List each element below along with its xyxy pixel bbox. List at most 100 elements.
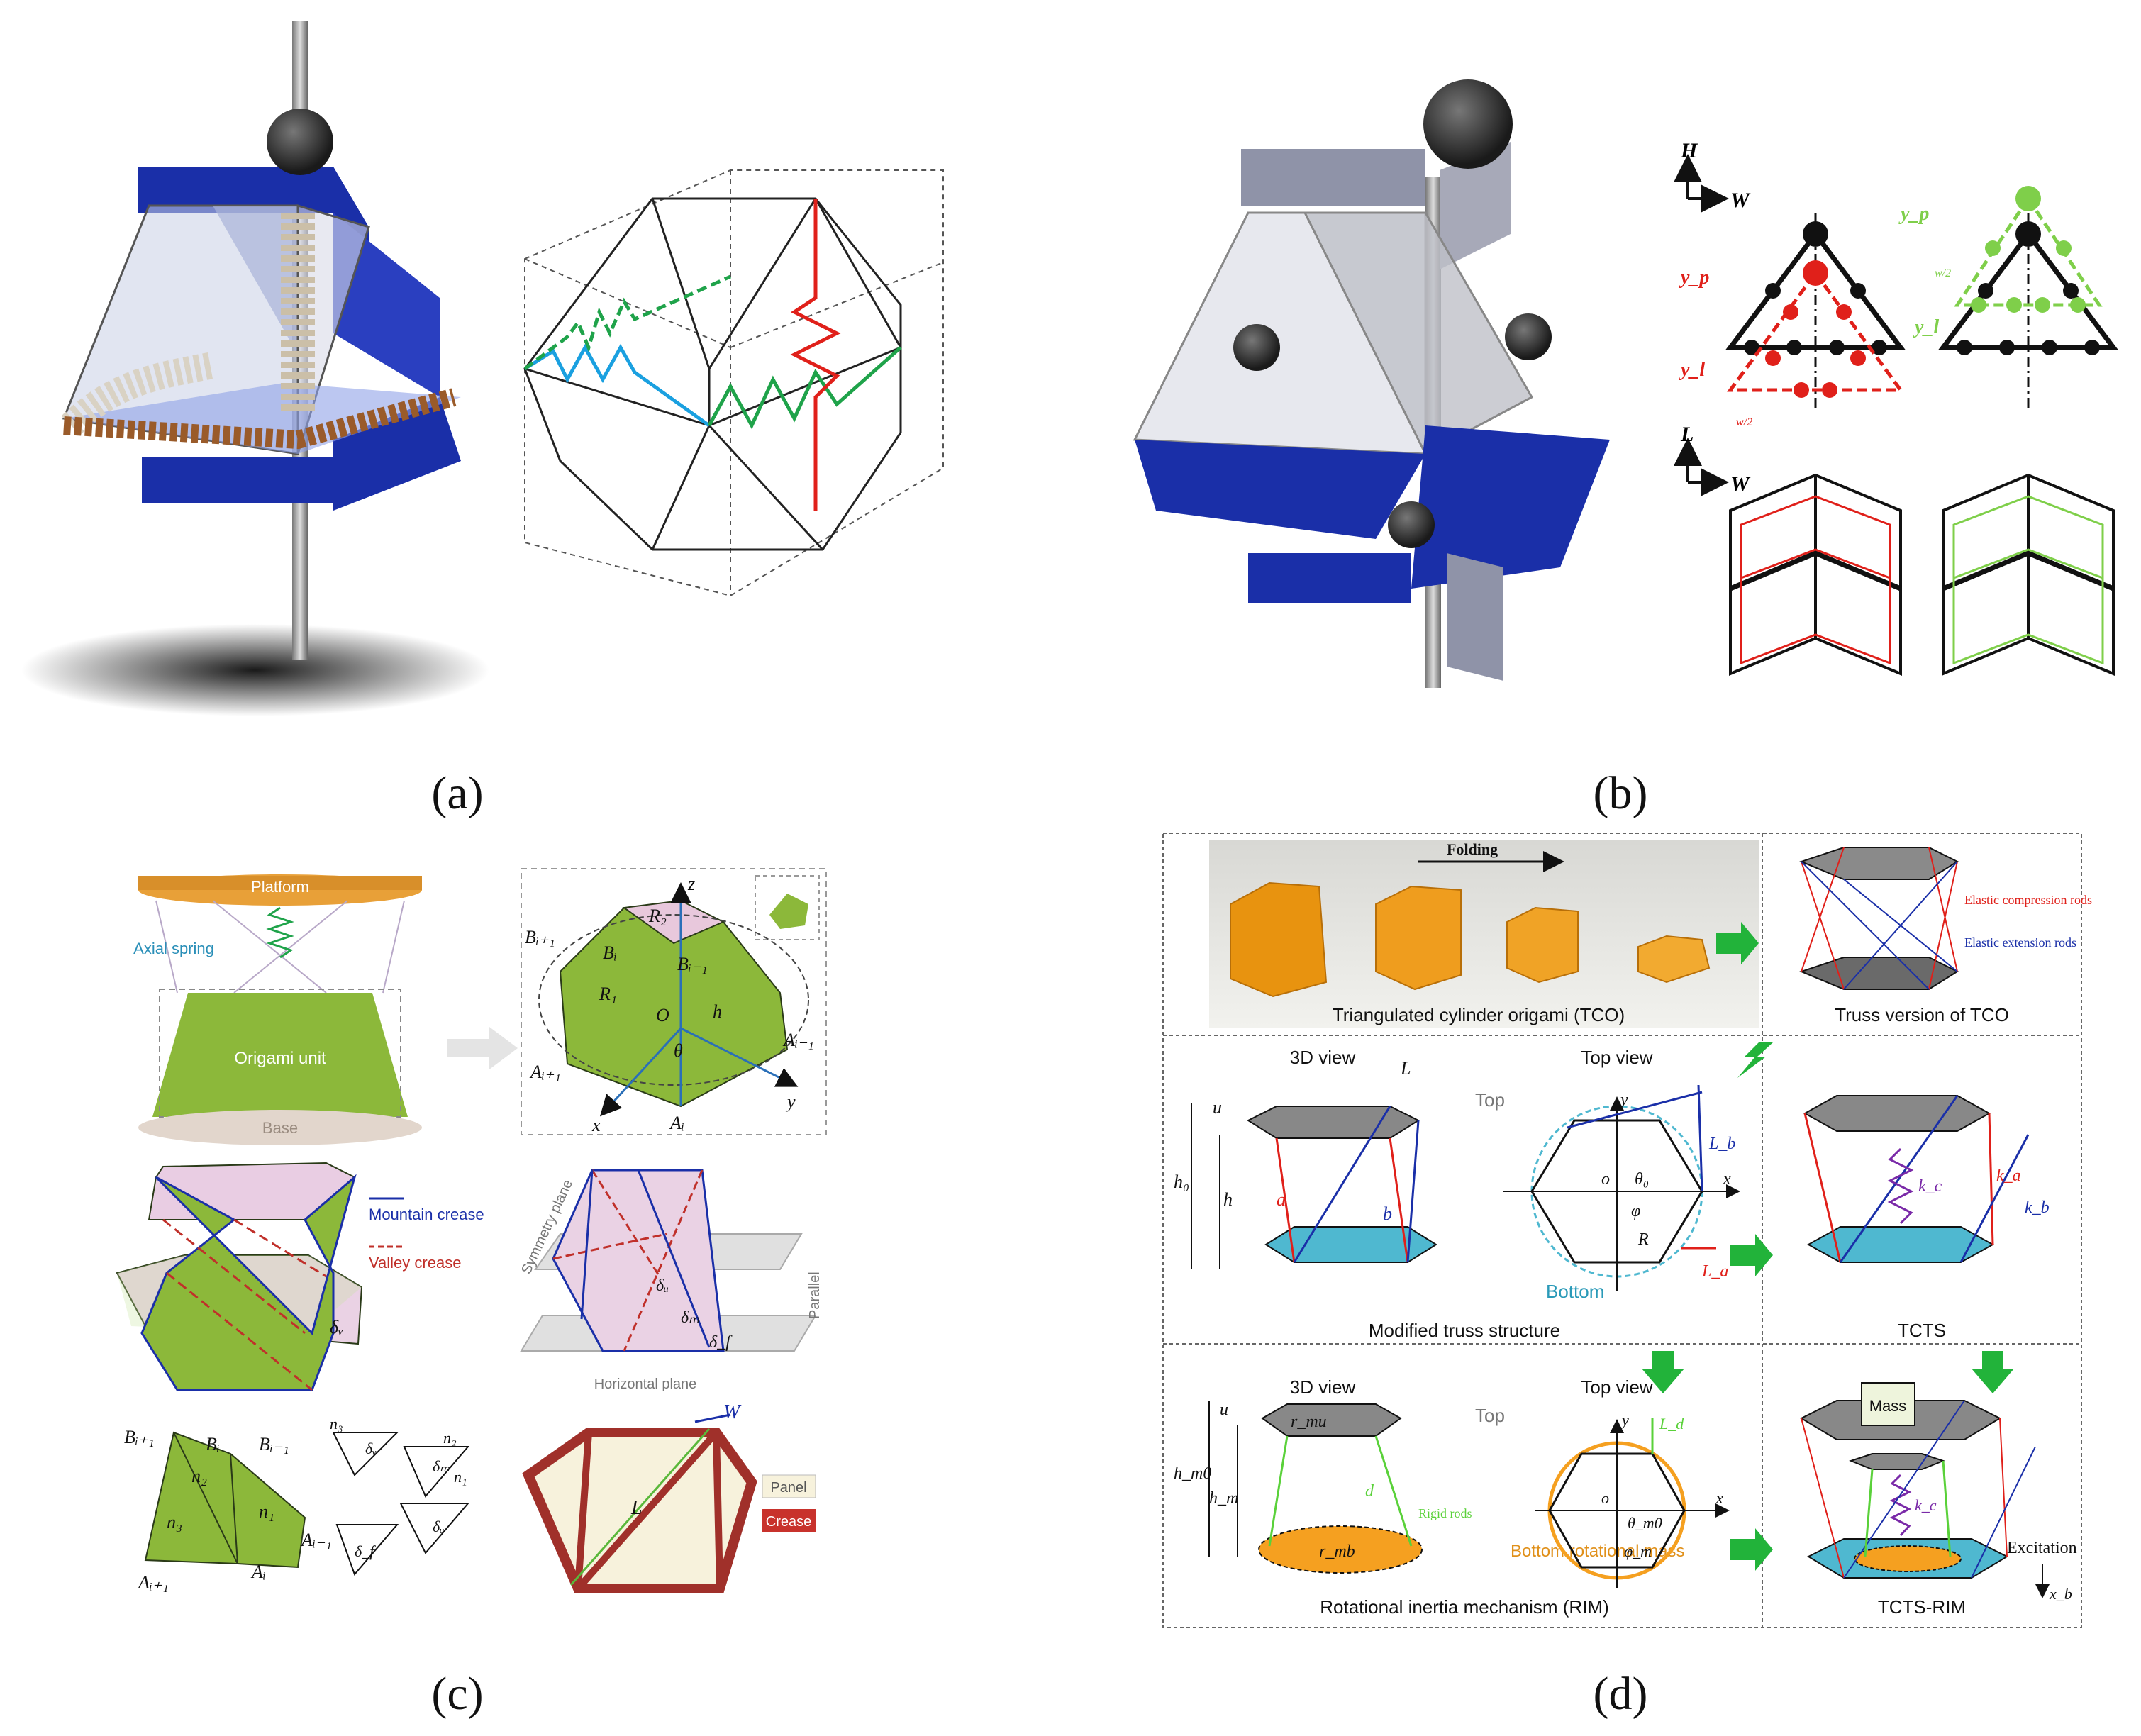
sym-d: d	[1365, 1482, 1374, 1501]
geom-Aim1: Aᵢ₋₁	[782, 1030, 814, 1050]
geom-O: O	[656, 1005, 669, 1025]
panel-a-render	[21, 21, 489, 716]
sym-o-2: o	[1601, 1489, 1609, 1507]
modified-truss-caption: Modified truss structure	[1369, 1320, 1560, 1341]
w-half-red: w/2	[1736, 416, 1752, 428]
panel-a-wireframe	[523, 169, 944, 597]
sym-ka: k_a	[1996, 1167, 2021, 1185]
sym-h0: h₀	[1174, 1172, 1189, 1192]
rigid-rods-label: Rigid rods	[1418, 1506, 1472, 1520]
panel-b-render	[1133, 79, 1610, 688]
modified-truss: 3D view Top view Top Bottom u h₀ h a b L	[1174, 1047, 1773, 1341]
delta-f: δ_f	[709, 1333, 733, 1352]
delta-u-small: δᵤ	[433, 1518, 445, 1535]
bottom-label: Bottom	[1546, 1281, 1604, 1302]
panel-c-platform-diagram: Platform Axial spring Origami unit Base	[133, 874, 518, 1145]
sym-xb: x_b	[2049, 1585, 2072, 1603]
yp-green-label: y_p	[1898, 203, 1929, 225]
sym-b: b	[1383, 1203, 1392, 1224]
axis-top-v: H	[1680, 139, 1698, 162]
sym-rmb: r_mb	[1319, 1542, 1355, 1561]
facet-n1: n₁	[259, 1501, 274, 1522]
sym-kc: k_c	[1918, 1177, 1942, 1196]
w-half-green: w/2	[1935, 267, 1951, 279]
panel-c: Platform Axial spring Origami unit Base …	[116, 868, 827, 1593]
geom-Bi: Bᵢ	[603, 942, 617, 963]
tcts-caption: TCTS	[1898, 1320, 1946, 1341]
sym-rmu: r_mu	[1291, 1413, 1327, 1431]
delta-v-small: δᵥ	[365, 1440, 377, 1457]
crease-legend: Crease	[766, 1514, 811, 1530]
rim-caption: Rotational inertia mechanism (RIM)	[1320, 1596, 1608, 1618]
top-label: Top	[1475, 1089, 1505, 1111]
truss-caption: Truss version of TCO	[1835, 1004, 2009, 1025]
parallel-label: Parallel	[807, 1272, 823, 1319]
platform-label: Platform	[251, 878, 309, 896]
panel-c-crease-pattern: Mountain crease Valley crease δᵥ	[116, 1162, 484, 1391]
caption-d: (d)	[1594, 1668, 1648, 1720]
mass-label: Mass	[1869, 1397, 1907, 1415]
truss-tco: Elastic compression rods Elastic extensi…	[1799, 847, 2092, 1025]
sym-kb: k_b	[2025, 1198, 2050, 1217]
sym-a: a	[1277, 1189, 1286, 1210]
caption-c: (c)	[431, 1668, 483, 1720]
tcts-rim: Mass k_c Excitation x_b TCTS-RIM	[1799, 1382, 2077, 1618]
rim: 3D view Top view Top Rigid rods Bottom r…	[1174, 1376, 1773, 1618]
panel-d: Folding Triangulated cylinder origami (T…	[1162, 833, 2092, 1628]
sym-R: R	[1637, 1230, 1649, 1249]
yl-green-label: y_l	[1913, 316, 1939, 338]
sym-o: o	[1601, 1170, 1610, 1189]
yp-red-label: y_p	[1679, 267, 1709, 289]
panel-b-diagrams: H W y_p y_l w/2	[1674, 139, 2118, 676]
top-label-2: Top	[1475, 1405, 1505, 1426]
panel-a	[21, 21, 944, 716]
yl-red-label: y_l	[1679, 359, 1705, 381]
length-L-label: L	[630, 1497, 643, 1519]
base-label: Base	[262, 1119, 298, 1137]
delta-f-small: δ_f	[355, 1542, 376, 1560]
delta-m: δₘ	[681, 1308, 699, 1327]
panel-c-symmetry-diagram: Symmetry plane Parallel Horizontal plane…	[518, 1169, 823, 1392]
caption-a: (a)	[431, 767, 483, 819]
geom-z: z	[687, 874, 695, 894]
tcts: k_c k_a k_b TCTS	[1803, 1095, 2050, 1341]
sym-x-2: x	[1715, 1489, 1723, 1507]
axis-bottom-v: L	[1680, 423, 1694, 446]
caption-b: (b)	[1594, 767, 1648, 819]
geom-x: x	[591, 1115, 601, 1135]
facet-n2: n₂	[191, 1466, 207, 1486]
geom-Bim1: Bᵢ₋₁	[677, 954, 708, 974]
elastic-extension-label: Elastic extension rods	[1964, 935, 2076, 950]
mountain-crease-label: Mountain crease	[369, 1206, 484, 1223]
sym-u: u	[1213, 1097, 1222, 1118]
axis-top-h: W	[1730, 189, 1751, 212]
sym-kc-2: k_c	[1915, 1496, 1937, 1514]
geom-y: y	[785, 1091, 796, 1112]
sym-theta0: θ₀	[1635, 1170, 1649, 1189]
geom-h: h	[713, 1001, 722, 1022]
panel-c-facet-normals: Bᵢ₊₁ Bᵢ Bᵢ₋₁ n₂ n₃ n₁ Aᵢ₊₁ Aᵢ Aᵢ₋₁ n₃ δᵥ…	[124, 1415, 470, 1593]
topview-label-2: Top view	[1581, 1376, 1652, 1398]
sym-hm0: h_m0	[1174, 1464, 1211, 1483]
n1-small: n₁	[454, 1468, 467, 1486]
sym-phi: φ	[1631, 1202, 1640, 1220]
facet-Aim1: Aᵢ₋₁	[300, 1530, 332, 1550]
facet-Ai: Aᵢ	[250, 1562, 266, 1582]
bottom-rot-mass-label: Bottom rotational mass	[1511, 1542, 1684, 1561]
facet-Bim1: Bᵢ₋₁	[259, 1434, 289, 1454]
sym-x: x	[1723, 1170, 1731, 1189]
sym-Lb: L_b	[1708, 1135, 1735, 1153]
sym-L: L	[1400, 1058, 1411, 1079]
sym-thetam0: θ_m0	[1628, 1514, 1662, 1532]
sym-phim: φ_m	[1624, 1542, 1652, 1560]
elastic-compression-label: Elastic compression rods	[1964, 893, 2092, 907]
geom-Ai: Aᵢ	[669, 1113, 684, 1133]
sym-h: h	[1223, 1189, 1233, 1210]
geom-R2: R₂	[648, 906, 667, 926]
n3-small: n₃	[330, 1415, 343, 1432]
delta-u: δᵤ	[656, 1276, 669, 1295]
tco-photo: Folding Triangulated cylinder origami (T…	[1209, 840, 1759, 1028]
panel-c-panel-crease: W L Panel Crease	[522, 1401, 816, 1593]
sym-hm: h_m	[1209, 1489, 1238, 1508]
